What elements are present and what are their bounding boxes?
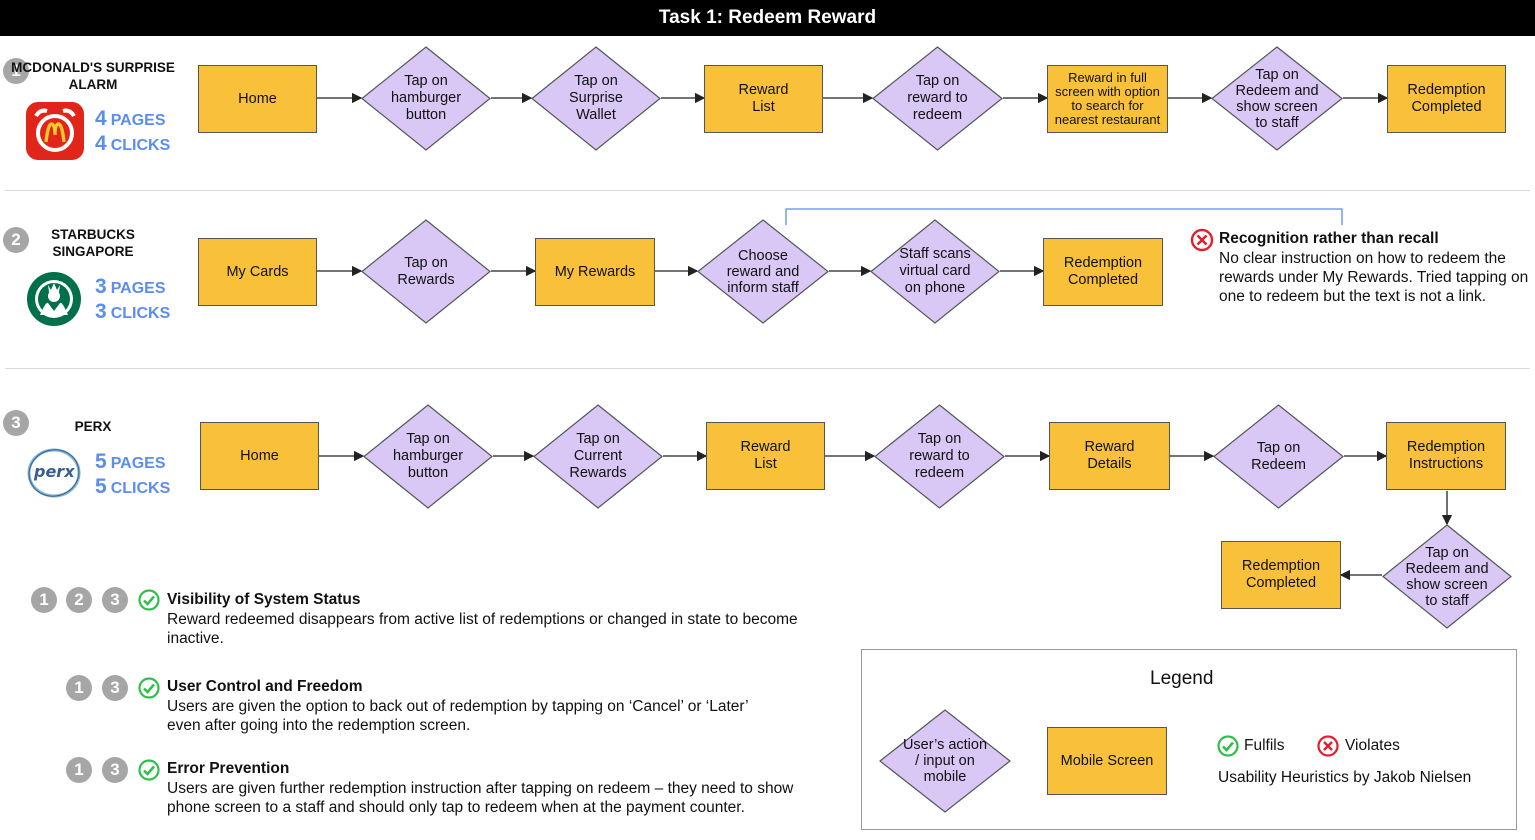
screen-node: Reward List <box>706 422 825 490</box>
action-node: Staff scans virtual card on phone <box>870 219 1000 324</box>
action-node: Tap on Rewards <box>361 219 491 324</box>
action-node: Tap on Redeem <box>1213 404 1344 509</box>
legend-action-shape: User’s action / input on mobile <box>879 709 1011 813</box>
row-number-badge: 1 <box>3 58 29 84</box>
action-node: Tap on Current Rewards <box>533 404 663 509</box>
app-name: PERX <box>74 419 112 434</box>
heuristic-app-badge: 3 <box>102 757 128 783</box>
perx-logo-icon: perx <box>26 447 82 499</box>
heuristic-app-badge: 2 <box>66 587 92 613</box>
row-divider <box>5 190 1530 191</box>
page-title: Task 1: Redeem Reward <box>0 0 1535 36</box>
pages-count: 4 <box>95 107 107 130</box>
heuristic-app-badge: 3 <box>102 675 128 701</box>
fulfils-check-icon <box>1217 735 1239 757</box>
clicks-label: CLICKS <box>110 137 171 154</box>
app-name: STARBUCKS SINGAPORE <box>51 227 135 259</box>
screen-node: Home <box>198 65 317 133</box>
mcdonalds-alarm-icon <box>26 102 84 160</box>
violates-x-icon <box>1317 735 1339 757</box>
screen-node: Reward in full screen with option to sea… <box>1047 65 1168 133</box>
screen-node: Redemption Instructions <box>1386 422 1506 490</box>
fulfils-check-icon <box>138 759 160 781</box>
heuristic-description: Users are given further redemption instr… <box>167 780 794 816</box>
action-node: Tap on Surprise Wallet <box>531 46 661 151</box>
screen-node: Home <box>200 422 319 490</box>
row-divider <box>5 368 1530 369</box>
heuristic-app-badge: 1 <box>31 587 57 613</box>
note-text: No clear instruction on how to redeem th… <box>1219 250 1529 305</box>
legend <box>861 649 1517 830</box>
clicks-label: CLICKS <box>110 305 171 322</box>
starbucks-siren-icon <box>26 271 82 327</box>
action-node: Tap on hamburger button <box>361 46 491 151</box>
screen-node: Reward List <box>704 65 823 133</box>
legend-fulfils-label: Fulfils <box>1244 737 1285 754</box>
clicks-count: 3 <box>95 300 107 323</box>
fulfils-check-icon <box>138 589 160 611</box>
screen-node: Redemption Completed <box>1043 238 1163 306</box>
note-link-bracket <box>785 208 1343 225</box>
heuristic-app-badge: 3 <box>102 587 128 613</box>
action-node: Tap on hamburger button <box>363 404 493 509</box>
action-node: Tap on reward to redeem <box>872 46 1003 151</box>
pages-count: 5 <box>95 450 107 473</box>
action-node: Tap on reward to redeem <box>874 404 1005 509</box>
pages-label: PAGES <box>110 112 166 129</box>
legend-source: Usability Heuristics by Jakob Nielsen <box>1218 769 1472 786</box>
screen-node: My Rewards <box>535 238 655 306</box>
legend-screen-shape: Mobile Screen <box>1047 727 1167 795</box>
heuristic-title: Error Prevention <box>167 760 290 777</box>
violates-x-icon <box>1190 228 1214 252</box>
clicks-count: 4 <box>95 132 107 155</box>
screen-node: Redemption Completed <box>1221 541 1341 609</box>
screen-node: Redemption Completed <box>1387 65 1506 133</box>
action-node: Choose reward and inform staff <box>697 219 829 324</box>
heuristic-description: Users are given the option to back out o… <box>167 698 749 734</box>
clicks-count: 5 <box>95 475 107 498</box>
clicks-label: CLICKS <box>110 480 171 497</box>
legend-violates-label: Violates <box>1345 737 1400 754</box>
heuristic-description: Reward redeemed disappears from active l… <box>167 611 798 647</box>
app-name: MCDONALD'S SURPRISE ALARM <box>11 60 175 92</box>
pages-label: PAGES <box>110 455 166 472</box>
action-node: Tap on Redeem and show screen to staff <box>1211 46 1343 151</box>
legend-title: Legend <box>1150 668 1214 689</box>
fulfils-check-icon <box>138 677 160 699</box>
pages-count: 3 <box>95 275 107 298</box>
action-node: Tap on Redeem and show screen to staff <box>1382 524 1512 629</box>
heuristic-app-badge: 1 <box>66 675 92 701</box>
screen-node: My Cards <box>198 238 317 306</box>
heuristic-title: Visibility of System Status <box>167 591 361 608</box>
perx-logo-text: perx <box>34 462 75 481</box>
pages-label: PAGES <box>110 280 166 297</box>
row-number-badge: 2 <box>3 227 29 253</box>
note-title: Recognition rather than recall <box>1219 230 1439 247</box>
heuristic-app-badge: 1 <box>66 757 92 783</box>
row-number-badge: 3 <box>3 410 29 436</box>
screen-node: Reward Details <box>1049 422 1170 490</box>
heuristic-title: User Control and Freedom <box>167 678 363 695</box>
